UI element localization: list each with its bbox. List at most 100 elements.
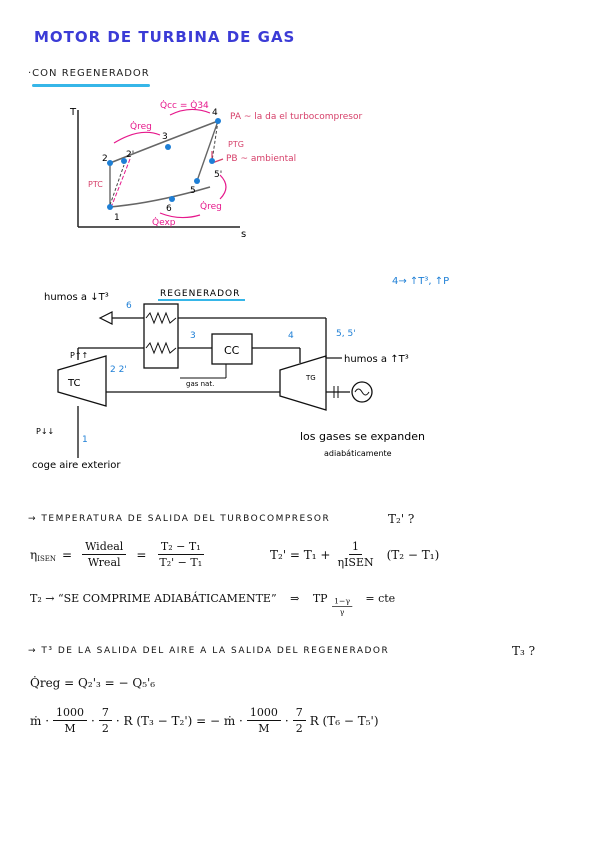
num-1000-2: 1000 <box>246 706 281 721</box>
implies-symbol: ⇒ <box>290 592 300 605</box>
ts-note-pa: PA ~ la da el turbocompresor <box>230 112 362 122</box>
ts-point-1 <box>107 204 113 210</box>
t-denominator: T₂' − T₁ <box>159 556 203 569</box>
r-part: · R (T₃ − T₂') = − ṁ · <box>115 713 243 728</box>
eq-sign-1: = <box>62 547 73 562</box>
den-2-2: 2 <box>295 722 303 735</box>
r-part-2: R (T₆ − T₅') <box>309 713 379 728</box>
t-numerator: T₂ − T₁ <box>157 540 204 555</box>
ts-diagram: T s 1 2 2' 3 4 5 5' 6 Q̇cc = Q̇34 Q̇reg … <box>69 99 362 240</box>
ts-label-qexp: Q̇exp <box>152 216 176 228</box>
subtitle-underline <box>32 84 150 87</box>
eta-symbol: η <box>30 547 38 562</box>
ts-label-1: 1 <box>114 213 120 223</box>
den-2-1: 2 <box>101 722 109 735</box>
section2-question: T₃ ? <box>512 644 536 658</box>
label-tc: TC <box>67 378 81 389</box>
section1-question: T₂' ? <box>388 512 415 526</box>
w-ideal: Wideal <box>82 540 127 555</box>
ts-axis-s-label: s <box>241 229 246 240</box>
inv-eta-fraction: 1 ηISEN <box>334 540 376 569</box>
label-humos-top: humos a ↓T³ <box>44 292 109 303</box>
ts-label-ptc: PTC <box>88 180 103 189</box>
ts-line-4-5p <box>211 120 219 162</box>
regenerator-coil-top-icon <box>145 311 177 325</box>
label-p-up: P↑↑ <box>70 351 88 360</box>
cp-fraction-1: 7 2 <box>98 706 112 735</box>
label-regenerador: REGENERADOR <box>160 289 240 299</box>
eta-isen-equation: η ISEN = Wideal Wreal = T₂ − T₁ T₂' − T₁ <box>30 540 209 569</box>
eq-sign-2: = <box>136 547 147 562</box>
label-6: 6 <box>126 301 132 311</box>
den-m-2: M <box>258 722 270 735</box>
ts-label-qcc: Q̇cc = Q̇34 <box>160 99 209 111</box>
w-real: Wreal <box>87 556 121 569</box>
ts-label-qreg-right: Q̇reg <box>200 200 222 212</box>
combustion-chamber-box <box>211 333 253 365</box>
t2-line: T₂ → “SE COMPRIME ADIABÁTICAMENTE” ⇒ TP … <box>30 592 395 621</box>
label-p-down: P↓↓ <box>36 427 54 436</box>
t2-statement: T₂ → “SE COMPRIME ADIABÁTICAMENTE” <box>30 592 277 605</box>
ts-label-qreg-left: Q̇reg <box>130 120 152 132</box>
ts-line-4-5 <box>196 120 219 182</box>
ts-qreg-arc-right <box>219 174 227 200</box>
ts-point-4 <box>215 118 221 124</box>
plant-schematic: 4→ ↑T³, ↑P humos a ↓T³ REGENERADOR 6 5, … <box>32 276 449 471</box>
tp-exponent: 1−γ γ <box>332 596 353 617</box>
exp-den: γ <box>339 607 345 617</box>
num-1000-1: 1000 <box>53 706 88 721</box>
den-m-1: M <box>64 722 76 735</box>
label-1: 1 <box>82 435 88 445</box>
tp-symbol: TP <box>312 592 328 605</box>
num-7-1: 7 <box>98 706 112 721</box>
ts-qcc-arc <box>169 108 211 116</box>
energy-balance-equation: ṁ · 1000 M · 7 2 · R (T₃ − T₂') = − ṁ · … <box>30 706 379 735</box>
m-dot-1: ṁ · <box>30 713 50 728</box>
label-cc: CC <box>224 344 240 357</box>
ts-line-1-2p <box>109 164 125 206</box>
ts-label-4: 4 <box>212 108 218 118</box>
temp-ratio-fraction: T₂ − T₁ T₂' − T₁ <box>156 540 205 569</box>
t2p-lhs: T₂' = T₁ + <box>270 547 331 562</box>
ts-point-5p <box>209 158 215 164</box>
num-7-2: 7 <box>292 706 306 721</box>
ts-isobar-low <box>109 186 211 208</box>
regenerator-coil-bottom-icon <box>145 341 177 355</box>
section2-heading: → T³ DE LA SALIDA DEL AIRE A LA SALIDA D… <box>28 646 390 656</box>
note-top-right: 4→ ↑T³, ↑P <box>392 276 449 287</box>
ts-point-6 <box>169 196 175 202</box>
ts-label-5: 5 <box>190 186 196 196</box>
t2p-rhs: (T₂ − T₁) <box>386 547 440 562</box>
label-3: 3 <box>190 331 196 341</box>
regenerator-box <box>143 303 179 369</box>
label-coge-aire: coge aire exterior <box>32 460 121 471</box>
label-4: 4 <box>288 331 294 341</box>
ts-point-2p <box>121 158 127 164</box>
ts-note-pb: PB ~ ambiental <box>226 154 296 164</box>
cte: = cte <box>365 592 396 605</box>
one: 1 <box>349 540 363 555</box>
ts-label-2p: 2' <box>126 150 134 160</box>
generator-wave-icon <box>354 388 370 396</box>
molar-fraction-2: 1000 M <box>246 706 281 735</box>
ts-qreg-dash <box>111 158 131 206</box>
ts-point-2 <box>107 160 113 166</box>
compressor-tc <box>57 355 107 407</box>
eta-subscript: ISEN <box>37 554 56 563</box>
ts-label-2: 2 <box>102 154 108 164</box>
qreg-line: Q̇reg = Q₂'₃ = − Q₅'₆ <box>30 676 156 690</box>
generator-icon <box>351 381 373 403</box>
label-adiabaticamente: adiabáticamente <box>324 449 392 458</box>
ts-label-3: 3 <box>162 132 168 142</box>
work-ratio-fraction: Wideal Wreal <box>82 540 127 569</box>
ts-qexp-arc <box>159 212 201 219</box>
turbine-tg <box>279 355 327 411</box>
eta-isen-den: ηISEN <box>337 556 374 569</box>
ts-isobar-high <box>109 120 219 164</box>
section-subtitle: ·CON REGENERADOR <box>28 68 150 79</box>
ts-point-3 <box>165 144 171 150</box>
section1-heading: → TEMPERATURA DE SALIDA DEL TURBOCOMPRES… <box>28 514 331 524</box>
label-humos-right: humos a ↑T³ <box>344 354 409 365</box>
exhaust-arrow-icon <box>98 311 113 325</box>
ts-label-6: 6 <box>166 204 172 214</box>
